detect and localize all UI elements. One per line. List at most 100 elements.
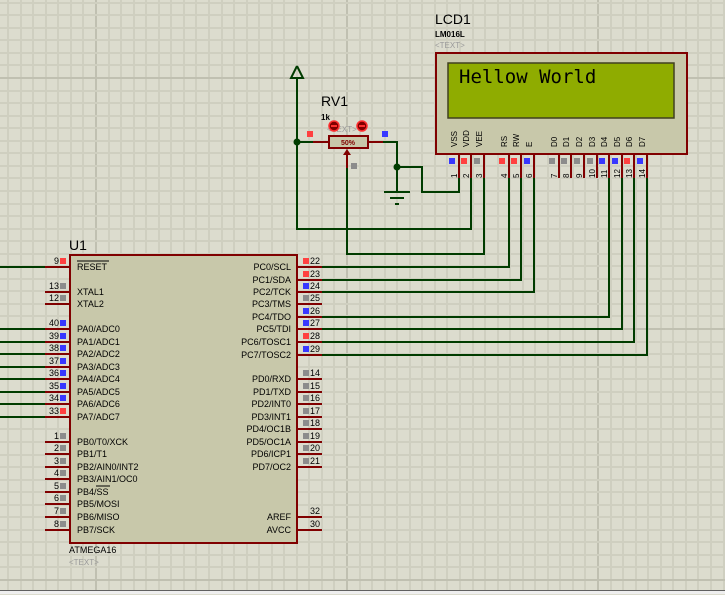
pin-label: PB3/AIN1/OC0	[77, 474, 138, 484]
pin-state-indicator	[60, 508, 66, 514]
lcd-pin-d2[interactable]: D29	[574, 136, 585, 178]
pot-text-placeholder: <TEXT>	[327, 125, 357, 134]
lcd-pin-name: D3	[588, 136, 597, 147]
pin-number: 39	[49, 331, 59, 341]
mcu-atmega16[interactable]: U1 ATMEGA16 <TEXT> 9RESET13XTAL112XTAL24…	[0, 237, 322, 567]
pin-number: 40	[49, 318, 59, 328]
power-terminal[interactable]	[289, 65, 305, 146]
lcd-pin-rs[interactable]: RS4	[499, 136, 510, 178]
ground-terminal[interactable]	[384, 163, 410, 205]
wire-d7[interactable]	[318, 170, 648, 356]
wire-vss[interactable]	[397, 166, 460, 193]
pin-state-indicator	[60, 495, 66, 501]
lcd-lm016l[interactable]: LCD1 LM016L <TEXT> Hellow World VSS1VDD2…	[435, 11, 688, 178]
pin-state-indicator	[303, 283, 309, 289]
pin-label: PA3/ADC3	[77, 362, 120, 372]
pin-state-indicator	[511, 158, 517, 164]
lcd-screen	[447, 62, 675, 119]
pin-number: 16	[310, 393, 320, 403]
pin-state-indicator	[60, 283, 66, 289]
pot-increment-button[interactable]	[356, 120, 368, 132]
lcd-pin-rw[interactable]: RW5	[511, 133, 522, 178]
lcd-pin-number: 8	[562, 173, 571, 178]
pin-state-indicator	[587, 158, 593, 164]
wire-rw[interactable]	[318, 170, 522, 281]
lcd-pin-d0[interactable]: D07	[549, 136, 560, 178]
pin-state-indicator	[60, 408, 66, 414]
wire-wiper[interactable]	[346, 168, 485, 255]
lcd-pin-number: 7	[550, 173, 559, 178]
pin-label: RESET	[77, 262, 108, 272]
potentiometer-rv1[interactable]: RV1 1k <TEXT> 50%	[307, 93, 388, 169]
lcd-pin-number: 1	[450, 173, 459, 178]
lcd-pin-name: RW	[512, 133, 521, 147]
pin-state-indicator	[60, 433, 66, 439]
wire-e[interactable]	[318, 170, 535, 293]
lcd-pin-e[interactable]: E6	[524, 142, 535, 178]
pin-number: 30	[310, 519, 320, 529]
pot-decrement-button[interactable]	[328, 120, 340, 132]
pin-state-indicator	[60, 458, 66, 464]
wire-d4[interactable]	[318, 170, 610, 318]
wire-power[interactable]	[296, 78, 472, 230]
lcd-pin-number: 9	[575, 173, 584, 178]
pin-state-indicator	[549, 158, 555, 164]
lcd-pin-d1[interactable]: D18	[561, 136, 572, 178]
wire-d5[interactable]	[318, 170, 623, 330]
pot-pin-wiper-indicator	[351, 163, 357, 169]
wire-pot-right[interactable]	[383, 141, 398, 192]
pin-label: PA1/ADC1	[77, 337, 120, 347]
pin-number: 26	[310, 306, 320, 316]
wire-rs[interactable]	[318, 170, 510, 268]
pin-state-indicator	[60, 358, 66, 364]
wire-d6[interactable]	[318, 170, 635, 343]
lcd-pin-number: 12	[613, 169, 622, 178]
